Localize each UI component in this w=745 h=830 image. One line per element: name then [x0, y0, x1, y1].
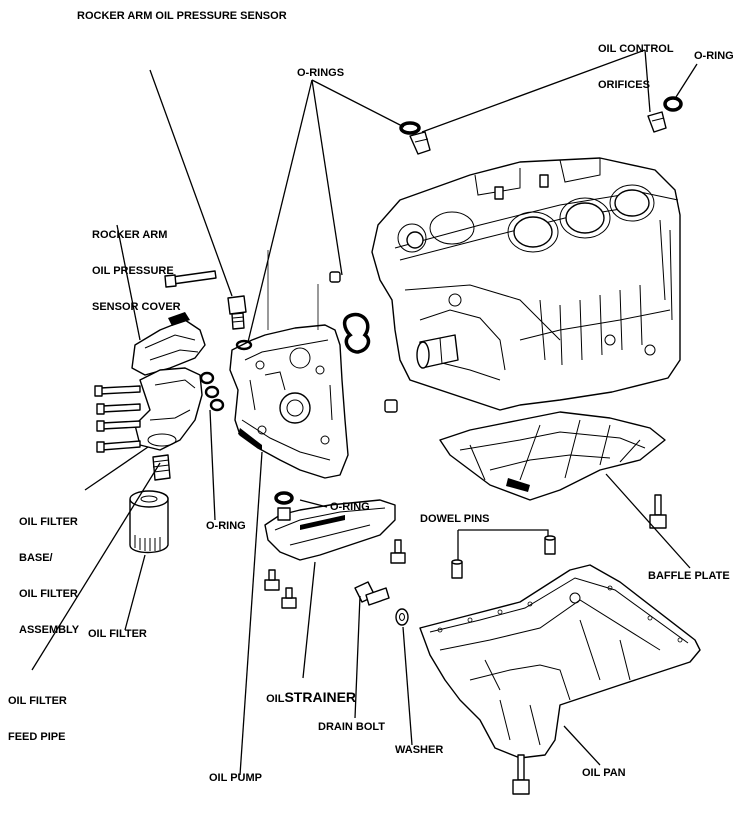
- oil-control-orifices: [409, 111, 667, 155]
- label-oil-filter-base-line3: OIL FILTER: [19, 588, 78, 600]
- label-oil-control-orifices-line2: ORIFICES: [598, 79, 650, 91]
- label-sensor-cover: ROCKER ARM OIL PRESSURE SENSOR COVER: [92, 205, 181, 325]
- strainer-bolts: [264, 539, 406, 609]
- oil-filter: [129, 490, 169, 554]
- label-baffle-plate: BAFFLE PLATE: [648, 570, 730, 582]
- label-sensor-cover-line1: ROCKER ARM: [92, 229, 168, 241]
- oil-filter-feed-pipe: [152, 454, 171, 481]
- label-drain-bolt: DRAIN BOLT: [318, 721, 386, 733]
- rocker-arm-oil-pressure-sensor: [227, 295, 247, 330]
- washer: [395, 608, 409, 626]
- label-oil-control-orifices: OIL CONTROL ORIFICES: [598, 19, 674, 103]
- oil-pan: [419, 564, 701, 759]
- label-oil-control-orifices-line1: OIL CONTROL: [598, 43, 674, 55]
- label-oil-filter-base-line1: OIL FILTER: [19, 516, 78, 528]
- label-oil-filter: OIL FILTER: [88, 628, 147, 640]
- baffle-plate: [439, 411, 666, 501]
- sensor-cover: [131, 312, 206, 376]
- label-oil-filter-feed-pipe-line1: OIL FILTER: [8, 695, 67, 707]
- label-sensor-cover-line2: OIL PRESSURE: [92, 265, 174, 277]
- oil-pan-bolt: [512, 754, 530, 795]
- label-oil-filter-base: OIL FILTER BASE/ OIL FILTER ASSEMBLY: [19, 492, 79, 648]
- dowel-pins: [451, 535, 556, 579]
- label-rocker-arm-oil-pressure-sensor: ROCKER ARM OIL PRESSURE SENSOR: [77, 10, 287, 22]
- oil-filter-base: [134, 367, 203, 451]
- label-oil-filter-feed-pipe-line2: FEED PIPE: [8, 731, 66, 743]
- label-oil-strainer: OILSTRAINER: [260, 678, 357, 706]
- engine-block: [371, 157, 681, 411]
- label-o-ring-left: O-RING: [206, 520, 246, 532]
- label-o-ring-middle: O-RING: [330, 501, 370, 513]
- label-sensor-cover-line3: SENSOR COVER: [92, 301, 181, 313]
- label-oil-filter-feed-pipe: OIL FILTER FEED PIPE: [8, 671, 67, 755]
- label-dowel-pins: DOWEL PINS: [420, 513, 490, 525]
- o-rings: [199, 96, 683, 505]
- label-oil-filter-base-line4: ASSEMBLY: [19, 624, 80, 636]
- label-washer: WASHER: [395, 744, 444, 756]
- leader-lines: [31, 49, 698, 776]
- label-o-rings: O-RINGS: [297, 67, 345, 79]
- filter-base-bolts: [94, 270, 217, 453]
- label-oil-strainer-part1: OIL: [266, 693, 285, 705]
- oil-pump-dowel: [329, 271, 398, 413]
- label-oil-pump: OIL PUMP: [209, 772, 262, 784]
- label-oil-pan: OIL PAN: [582, 767, 626, 779]
- label-o-ring-top-right: O-RING: [694, 50, 734, 62]
- label-oil-strainer-part2: STRAINER: [284, 689, 357, 705]
- oil-strainer: [264, 499, 396, 561]
- label-oil-filter-base-line2: BASE/: [19, 552, 53, 564]
- baffle-bolt: [649, 494, 667, 529]
- oil-pump: [229, 324, 349, 479]
